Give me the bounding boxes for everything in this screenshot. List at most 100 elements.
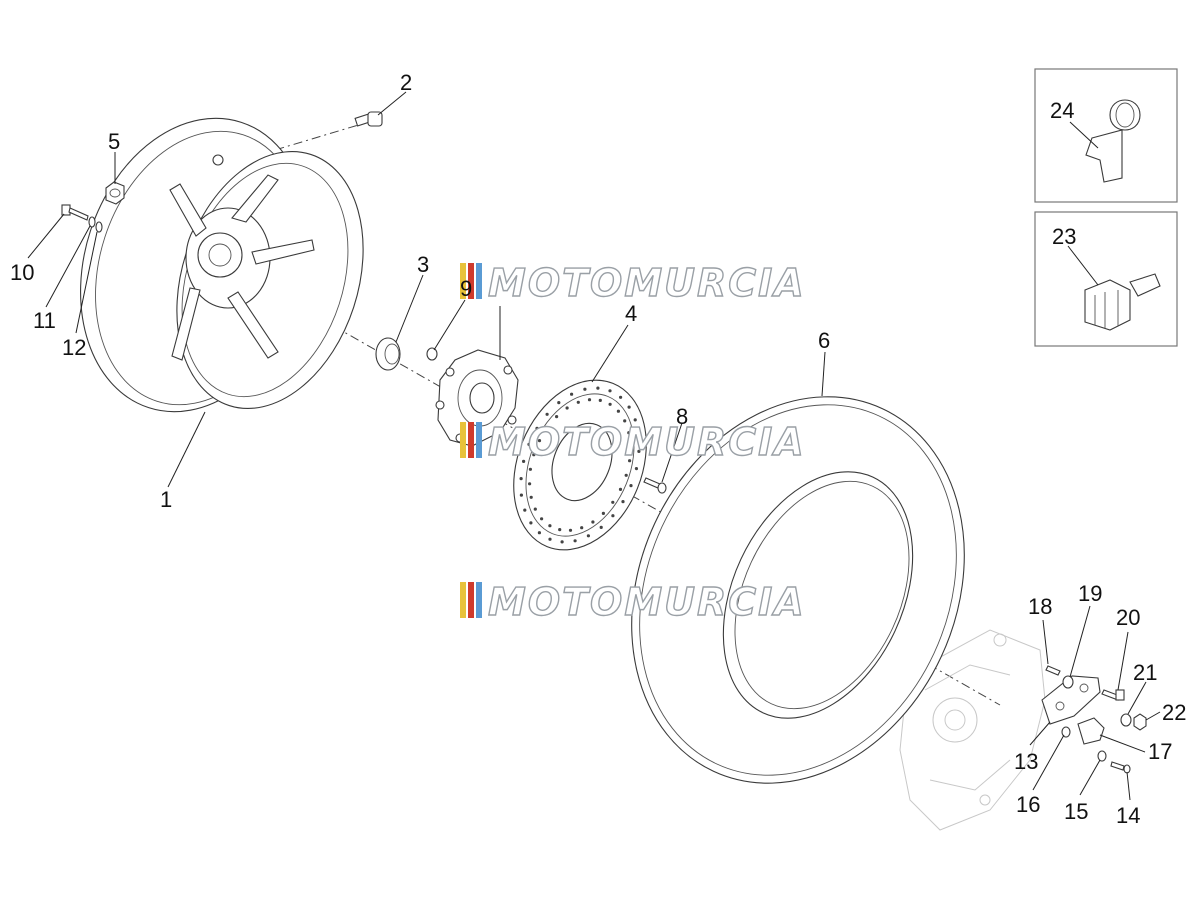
washer-part-11 [88,216,96,228]
disc-hole [619,395,623,399]
disc-hole [599,525,603,530]
disc-hole [555,415,559,419]
nut-part-5 [105,181,125,205]
disc-hole [529,521,533,525]
nut-part-22 [1133,713,1147,731]
screw-part-20 [1101,689,1125,701]
disc-hole [583,387,587,391]
watermark-text: MOTOMURCIA [488,580,806,624]
watermark-stripe-1 [460,263,466,299]
watermark-stripe-2 [468,263,474,299]
callout-8: 8 [676,404,688,429]
disc-hole [627,405,631,409]
disc-hole [540,517,544,521]
tyre-part-6 [631,396,965,784]
screw-part-14 [1110,761,1131,774]
disc-hole [627,431,631,435]
screw-part-10 [61,204,89,221]
callout-3: 3 [417,252,429,277]
disc-hole [576,400,580,404]
disc-hole [586,534,591,538]
watermark-text: MOTOMURCIA [488,261,806,305]
watermark-top: MOTOMURCIA [460,260,806,306]
watermark-middle: MOTOMURCIA [460,419,806,465]
disc-hole [565,406,569,410]
disc-hole [527,442,531,446]
disc-hole [633,418,637,422]
callout-24: 24 [1050,98,1074,123]
disc-hole [611,500,615,504]
washer-part-21 [1120,713,1132,727]
disc-hole [611,514,615,518]
washer-part-15 [1097,750,1107,762]
disc-hole [608,389,612,393]
callout-13: 13 [1014,749,1038,774]
disc-hole [618,487,623,491]
disc-hole [637,449,641,453]
disc-hole [628,459,632,463]
disc-hole [580,526,584,530]
watermark-stripe-2 [468,582,474,618]
bracket-part-13 [1041,675,1101,725]
watermark-stripe-3 [476,422,482,458]
callout-2: 2 [400,70,412,95]
disc-hole [545,426,549,430]
disc-hole [634,467,639,471]
callout-22: 22 [1162,700,1186,725]
disc-hole [529,495,533,499]
screw-part-18 [1045,665,1061,676]
bushing-part-9 [426,347,438,361]
screw-part-8 [643,477,667,494]
disc-hole [573,539,577,543]
disc-hole [616,409,621,413]
disc-hole [537,439,542,443]
callout-14: 14 [1116,803,1140,828]
disc-hole [545,412,549,416]
disc-hole [591,520,595,524]
watermark-stripe-1 [460,422,466,458]
callout-4: 4 [625,301,637,326]
callout-15: 15 [1064,799,1088,824]
disc-hole [598,398,602,402]
washer-part-12 [95,221,103,233]
disc-hole [587,398,592,402]
inset-box-part-24 [1034,68,1178,203]
watermark-text: MOTOMURCIA [488,420,806,464]
callout-20: 20 [1116,605,1140,630]
disc-hole [523,508,527,512]
watermark-stripe-3 [476,263,482,299]
disc-hole [528,467,533,471]
washer-part-19 [1062,675,1074,689]
disc-hole [558,528,562,532]
valve-part-2 [354,111,383,127]
disc-hole [568,528,573,532]
disc-hole [596,386,600,390]
inset-box-part-23 [1034,211,1178,347]
disc-hole [608,402,612,406]
callout-21: 21 [1133,660,1157,685]
brake-disc-part-4 [513,379,647,551]
disc-hole [628,444,633,448]
leader-lines [27,91,1161,801]
disc-hole [537,531,542,535]
callout-17: 17 [1148,739,1172,764]
washer-part-16 [1061,726,1071,738]
watermark-stripe-1 [460,582,466,618]
disc-hole [519,493,524,497]
callout-1: 1 [160,487,172,512]
seal-part-3 [375,337,401,371]
disc-hole [519,477,523,481]
callout-23: 23 [1052,224,1076,249]
disc-hole [623,419,627,423]
callout-11: 11 [33,308,56,333]
watermark-bottom: MOTOMURCIA [460,579,806,625]
disc-hole [522,459,526,463]
disc-hole [548,524,552,528]
disc-hole [570,392,574,396]
disc-hole [528,482,532,486]
hub-flange [435,349,519,447]
disc-hole [533,507,537,511]
rim-wheel-part-1 [80,117,364,413]
disc-hole [637,433,641,437]
callout-6: 6 [818,328,830,353]
